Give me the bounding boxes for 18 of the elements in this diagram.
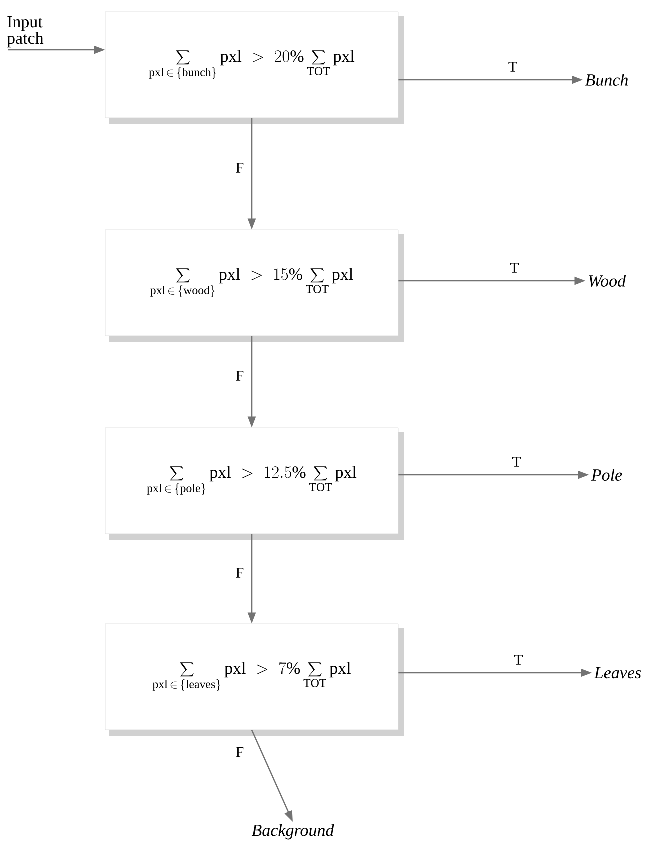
edge-label: T [511,456,522,468]
edge-label: F [234,567,246,579]
class-label: Background [252,824,334,840]
condition-box: $\sum_{\mathrm{pxl}\,\in\,\{\mathrm{wood}\}}\mathrm{pxl}\;>\;15\%\sum_{\mathrm{TOT}}\mathrm{pxl}$ [105,230,404,342]
edge-label: F [234,370,246,382]
class-label: Leaves [594,667,642,679]
condition-box: $\sum_{\mathrm{pxl}\,\in\,\{\mathrm{bunch}\}}\mathrm{pxl}\;>\;20\%\sum_{\mathrm{TOT}}\mathrm{pxl}$ [105,12,404,124]
class-label: Bunch [585,74,628,86]
condition-box: $\sum_{\mathrm{pxl}\,\in\,\{\mathrm{leaves}\}}\mathrm{pxl}\;>\;7\%\sum_{\mathrm{TOT}}\mathrm{pxl}$ [105,624,404,736]
class-label: Pole [591,469,622,481]
input-label: Input patch [7,16,44,48]
edge-label: F [234,746,246,758]
edge-label: T [509,262,520,274]
edge-label: F [234,162,246,174]
edge-label: T [507,61,519,73]
condition-box: $\sum_{\mathrm{pxl}\,\in\,\{\mathrm{pole}\}}\mathrm{pxl}\;>\;12.5\%\sum_{\mathrm{TOT}}\mathrm{pxl}$ [105,428,404,540]
class-label: Wood [589,274,626,288]
edge-label: T [513,654,524,666]
